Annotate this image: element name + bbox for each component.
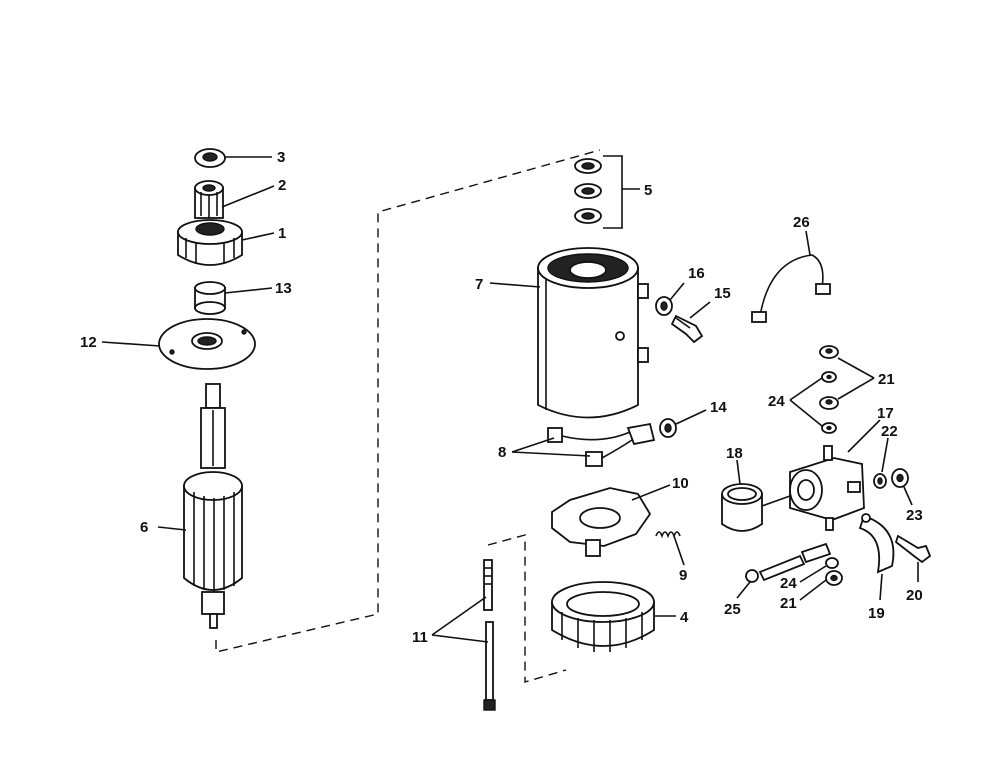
part-24-washer-mid	[821, 422, 837, 434]
callout-18: 18	[726, 445, 743, 462]
part-19-bracket	[858, 513, 895, 574]
callout-16: 16	[688, 265, 705, 282]
callout-11: 11	[412, 629, 428, 646]
part-23-nut	[891, 468, 909, 488]
callout-2: 2	[278, 177, 286, 194]
callout-20: 20	[906, 587, 923, 604]
part-22-washer	[873, 473, 887, 489]
part-15-bolt	[670, 314, 704, 344]
callout-24-low: 24	[780, 575, 797, 592]
part-5-washers	[574, 158, 602, 224]
callout-8: 8	[498, 444, 506, 461]
callout-10: 10	[672, 475, 689, 492]
part-3-nut	[194, 148, 226, 168]
callout-23: 23	[906, 507, 923, 524]
part-21-nut-mid	[819, 396, 839, 410]
part-25-stud	[745, 542, 832, 583]
part-24-washer-low	[825, 557, 839, 569]
callout-3: 3	[277, 149, 285, 166]
part-9-springs	[655, 531, 681, 539]
part-1-drive-housing	[177, 219, 243, 266]
callout-26: 26	[793, 214, 810, 231]
part-21-nut-top	[819, 345, 839, 359]
part-4-end-head	[551, 581, 655, 652]
callout-17: 17	[877, 405, 894, 422]
part-14-grommet	[659, 418, 677, 438]
callout-14: 14	[710, 399, 727, 416]
part-13-bushing	[194, 281, 226, 315]
callout-22: 22	[881, 423, 898, 440]
callout-19: 19	[868, 605, 885, 622]
callout-9: 9	[679, 567, 687, 584]
part-20-screw	[894, 534, 932, 564]
callout-13: 13	[275, 280, 292, 297]
callout-21-low: 21	[780, 595, 797, 612]
callout-25: 25	[724, 601, 741, 618]
callout-5: 5	[644, 182, 652, 199]
part-6-armature	[183, 383, 243, 629]
leader-lines	[101, 155, 919, 643]
part-17-solenoid	[789, 445, 865, 531]
callout-12: 12	[80, 334, 97, 351]
callout-4: 4	[680, 609, 689, 626]
callout-1: 1	[278, 225, 286, 242]
assembly-guide-bottom	[487, 534, 567, 683]
part-21-nut-low	[825, 570, 843, 586]
part-24-washer-top	[821, 371, 837, 383]
callout-15: 15	[714, 285, 731, 302]
part-16-washer	[655, 296, 673, 316]
callout-21-top: 21	[878, 371, 895, 388]
callout-7: 7	[475, 276, 483, 293]
part-7-field-frame	[537, 247, 649, 419]
callout-24-top: 24	[768, 393, 785, 410]
part-12-plate	[158, 318, 256, 370]
part-2-pinion	[194, 180, 224, 219]
assembly-guide-left	[215, 149, 601, 653]
part-10-brush-plate	[551, 487, 652, 557]
part-26-cable	[751, 254, 831, 323]
part-11-through-bolts	[483, 559, 496, 711]
part-18-sleeve	[721, 483, 763, 532]
part-8-brush-leads	[547, 422, 656, 467]
callout-6: 6	[140, 519, 148, 536]
